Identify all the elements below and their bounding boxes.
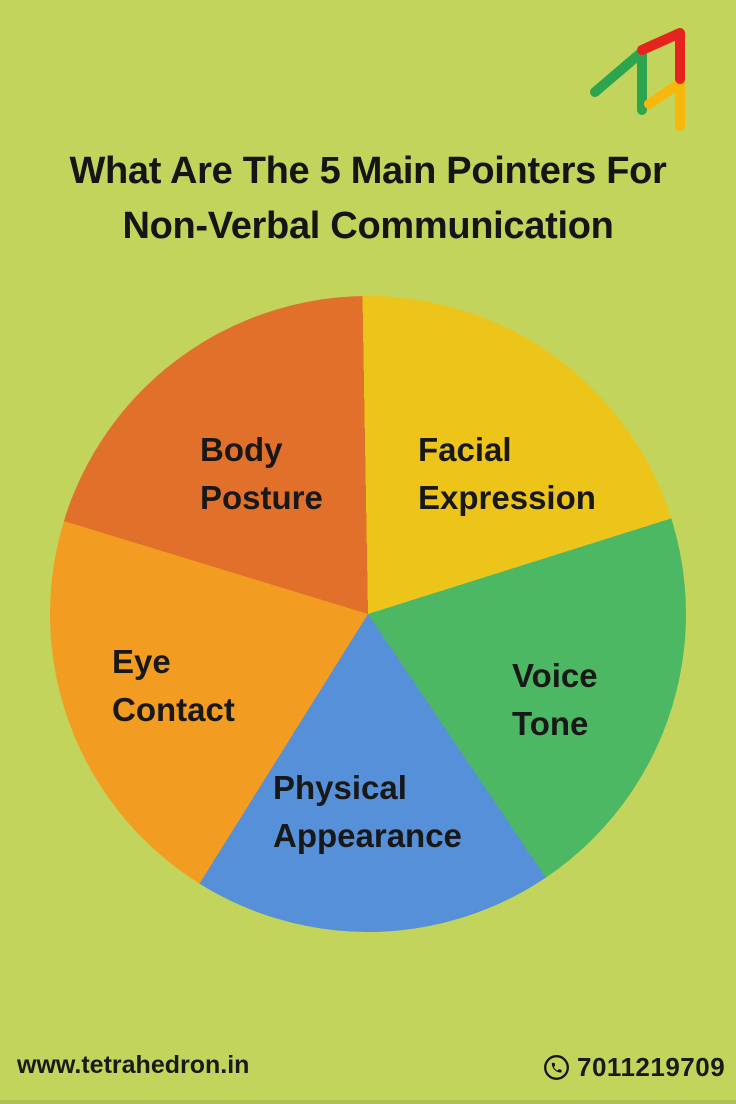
logo-yellow-stroke (644, 78, 685, 131)
website-url: www.tetrahedron.in (17, 1051, 250, 1079)
slice-label-facial-expression: Facial Expression (418, 431, 596, 516)
phone-circle-icon (544, 1055, 569, 1080)
slice-label-physical-appearance: Physical Appearance (273, 769, 462, 854)
slice-label-body-posture: Body Posture (200, 431, 323, 516)
slice-label-voice-tone: Voice Tone (512, 657, 598, 742)
pie-chart-area: Facial Expression Voice Tone Physical Ap… (50, 296, 686, 932)
slice-label-eye-contact: Eye Contact (112, 643, 235, 728)
phone-number: 7011219709 (577, 1052, 726, 1082)
tetrahedron-logo (590, 28, 685, 131)
pie-chart (50, 296, 686, 932)
logo-red-stroke (637, 28, 685, 84)
bottom-edge-strip (0, 1100, 736, 1104)
logo-green-stroke (590, 47, 647, 115)
phone-contact: 7011219709 (543, 1052, 725, 1083)
page-title: What Are The 5 Main Pointers For Non-Ver… (69, 150, 667, 247)
